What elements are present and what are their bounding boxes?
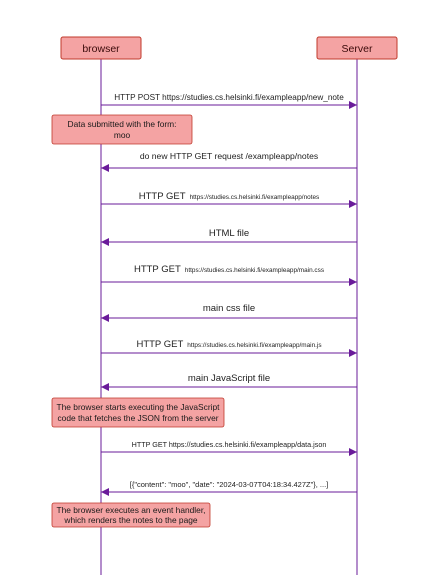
message-label: HTTP GET https://studies.cs.helsinki.fi/… [132, 440, 327, 449]
message-main-css-file: main css file [101, 303, 357, 322]
note-line: The browser starts executing the JavaScr… [57, 402, 221, 412]
note-js-executing: The browser starts executing the JavaScr… [51, 397, 225, 428]
note-box [51, 397, 225, 428]
message-label: do new HTTP GET request /exampleapp/note… [140, 151, 318, 161]
message-post-new-note: HTTP POST https://studies.cs.helsinki.fi… [101, 93, 357, 109]
message-label-main: HTTP GET [139, 191, 186, 202]
note-line: which renders the notes to the page [63, 515, 197, 525]
actor-server-label: Server [342, 43, 373, 55]
message-label: HTTP POST https://studies.cs.helsinki.fi… [114, 93, 344, 102]
note-line: moo [114, 130, 131, 140]
note-box [51, 502, 211, 528]
message-label-main: HTTP GET [136, 339, 183, 350]
message-label: main JavaScript file [188, 373, 270, 384]
message-label-url: https://studies.cs.helsinki.fi/exampleap… [185, 267, 324, 274]
actor-browser-label: browser [82, 43, 120, 55]
message-main-js-file: main JavaScript file [101, 373, 357, 391]
message-label: HTTP GET https://studies.cs.helsinki.fi/e… [136, 339, 321, 350]
message-label: HTTP GET https://studies.cs.helsinki.fi/e… [134, 264, 324, 275]
note-line: The browser executes an event handler, [57, 505, 206, 515]
note-line: code that fetches the JSON from the serv… [57, 413, 218, 423]
message-get-notes: HTTP GET https://studies.cs.helsinki.fi/e… [101, 191, 357, 208]
note-form-data: Data submitted with the form: moo [51, 114, 193, 145]
message-redirect: do new HTTP GET request /exampleapp/note… [101, 151, 357, 172]
message-label: [{"content": "moo", "date": "2024-03-07T… [130, 480, 329, 489]
actor-server: Server [316, 36, 398, 60]
actor-server-box [316, 36, 398, 60]
message-label-url: https://studies.cs.helsinki.fi/exampleap… [190, 194, 320, 201]
message-label: HTTP GET https://studies.cs.helsinki.fi/e… [139, 191, 319, 202]
message-label: HTML file [209, 228, 249, 239]
message-get-main-css: HTTP GET https://studies.cs.helsinki.fi/e… [101, 264, 357, 286]
note-box [51, 114, 193, 145]
message-label-url: https://studies.cs.helsinki.fi/exampleap… [187, 342, 321, 349]
note-event-handler: The browser executes an event handler, w… [51, 502, 211, 528]
message-get-main-js: HTTP GET https://studies.cs.helsinki.fi/e… [101, 339, 357, 357]
message-html-file: HTML file [101, 228, 357, 246]
message-get-data-json: HTTP GET https://studies.cs.helsinki.fi/… [101, 440, 357, 456]
actor-browser-box [60, 36, 142, 60]
message-label-main: HTTP GET [134, 264, 181, 275]
message-json-response: [{"content": "moo", "date": "2024-03-07T… [101, 480, 357, 496]
message-label: main css file [203, 303, 255, 314]
actor-browser: browser [60, 36, 142, 60]
note-line: Data submitted with the form: [68, 119, 177, 129]
